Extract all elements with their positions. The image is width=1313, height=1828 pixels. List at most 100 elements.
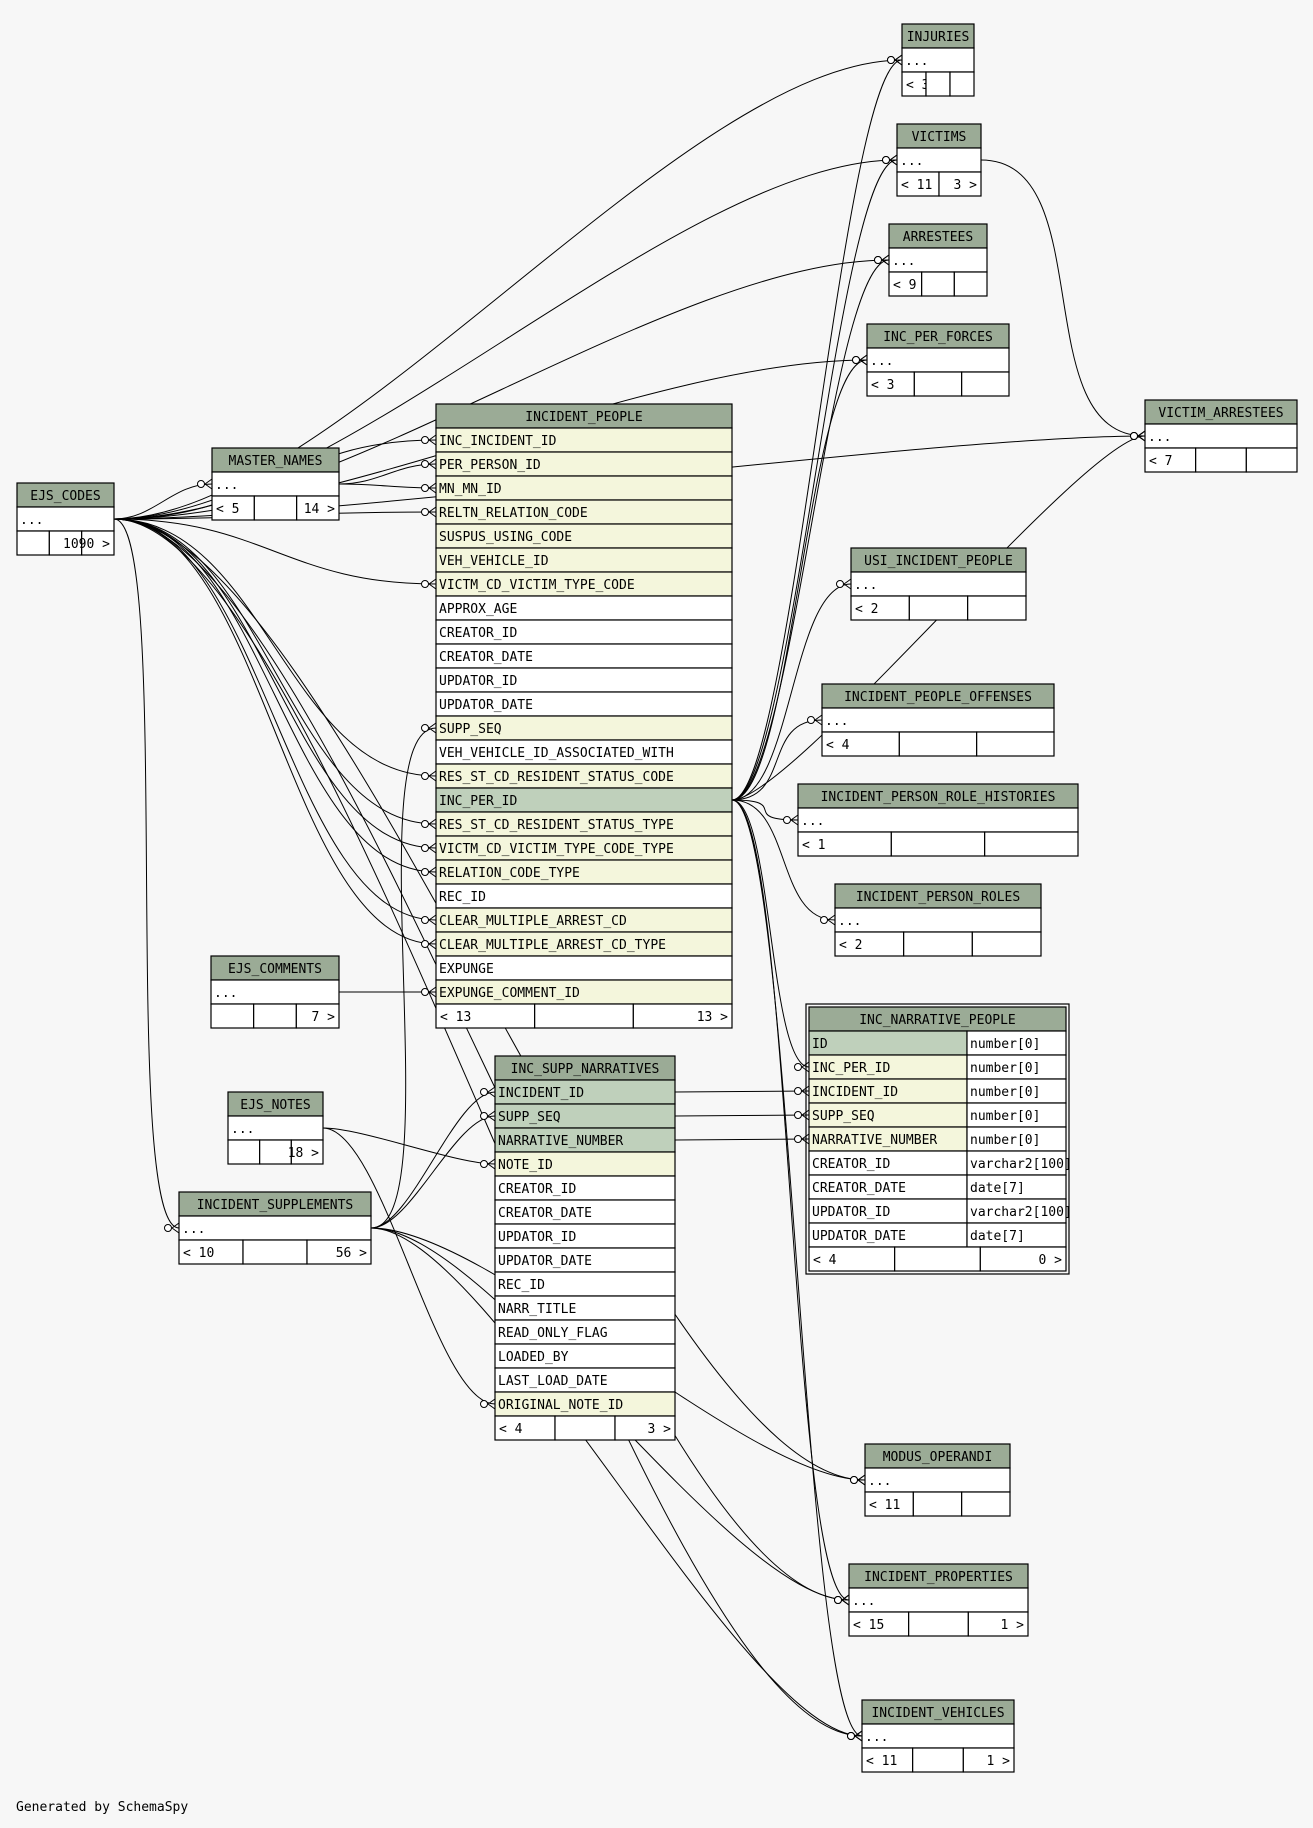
column-name: ... — [215, 478, 238, 493]
optional-marker-icon — [480, 1400, 488, 1408]
column-name: ... — [905, 54, 928, 69]
table-incident-person-role-histories[interactable]: INCIDENT_PERSON_ROLE_HISTORIES...< 1 — [797, 783, 1079, 857]
table-footer-count: 0 > — [1039, 1253, 1063, 1268]
column-name: ... — [214, 986, 237, 1001]
table-name: INCIDENT_SUPPLEMENTS — [197, 1198, 354, 1213]
column-row — [227, 1115, 324, 1141]
column-name: SUPP_SEQ — [498, 1110, 561, 1125]
table-ejs-notes[interactable]: EJS_NOTES...18 > — [227, 1091, 324, 1165]
table-name: VICTIM_ARRESTEES — [1158, 406, 1283, 421]
column-name: CLEAR_MULTIPLE_ARREST_CD — [439, 914, 627, 929]
column-row — [435, 619, 733, 645]
edge-ejs-codes-incident-people — [113, 518, 437, 777]
column-row — [494, 1391, 676, 1417]
edge-ejs-codes-incident-people — [113, 518, 437, 585]
crowfoot-icon — [428, 578, 437, 590]
table-modus-operandi[interactable]: MODUS_OPERANDI...< 11 — [864, 1443, 1011, 1517]
crowfoot-icon — [843, 578, 852, 590]
optional-marker-icon — [847, 1732, 855, 1740]
column-row — [848, 1587, 1029, 1613]
table-footer-count: < 2 — [855, 602, 878, 617]
table-incident-person-roles[interactable]: INCIDENT_PERSON_ROLES...< 2 — [834, 883, 1042, 957]
table-usi-incident-people[interactable]: USI_INCIDENT_PEOPLE...< 2 — [850, 547, 1027, 621]
table-footer-count: 7 > — [312, 1010, 336, 1025]
column-name: ... — [1148, 430, 1171, 445]
column-type-cell — [966, 1054, 1067, 1080]
table-inc-per-forces[interactable]: INC_PER_FORCES...< 3 — [866, 323, 1010, 397]
optional-marker-icon — [421, 916, 429, 924]
column-name: UPDATOR_ID — [812, 1205, 890, 1220]
table-footer-cell — [632, 1003, 733, 1029]
table-ejs-codes[interactable]: EJS_CODES...1090 > — [16, 482, 115, 556]
column-name: ... — [838, 914, 861, 929]
table-footer-cell — [178, 1239, 244, 1265]
table-footer-cell — [834, 931, 905, 957]
table-header — [797, 783, 1079, 809]
crowfoot-icon — [428, 458, 437, 470]
table-footer-count: 56 > — [336, 1246, 367, 1261]
table-incident-people-offenses[interactable]: INCIDENT_PEOPLE_OFFENSES...< 4 — [821, 683, 1055, 757]
table-injuries[interactable]: INJURIES...< 3 — [901, 23, 975, 97]
edge-incident-people-incident-vehicles — [731, 799, 863, 1737]
table-name: INCIDENT_PERSON_ROLES — [856, 890, 1020, 905]
table-name: INCIDENT_VEHICLES — [871, 1706, 1004, 1721]
column-name: VICTM_CD_VICTIM_TYPE_CODE_TYPE — [439, 842, 674, 857]
table-footer-count: < 11 — [869, 1498, 900, 1513]
table-footer-count: 14 > — [304, 502, 335, 517]
optional-marker-icon — [794, 1063, 802, 1071]
table-footer-count: < 15 — [853, 1618, 884, 1633]
table-header — [866, 323, 1010, 349]
edge-incident-supplements-inc-supp-narratives — [370, 1091, 496, 1229]
column-name: INC_INCIDENT_ID — [439, 434, 557, 449]
column-type: number[0] — [970, 1061, 1040, 1076]
table-footer-cell — [962, 1747, 1015, 1773]
column-row — [494, 1223, 676, 1249]
optional-marker-icon — [421, 772, 429, 780]
column-row — [435, 715, 733, 741]
table-footer-cell — [894, 1246, 981, 1272]
table-name: INC_SUPP_NARRATIVES — [511, 1062, 660, 1077]
table-ejs-comments[interactable]: EJS_COMMENTS...7 > — [210, 955, 340, 1029]
column-row — [494, 1079, 676, 1105]
crowfoot-icon — [487, 1110, 496, 1122]
table-footer-count: 13 > — [697, 1010, 728, 1025]
column-name: APPROX_AGE — [439, 602, 517, 617]
column-row — [901, 47, 975, 73]
column-name: ... — [801, 814, 824, 829]
crowfoot-icon — [889, 154, 898, 166]
column-name: ... — [892, 254, 915, 269]
edge-ejs-codes-incident-people — [113, 518, 437, 849]
table-inc-supp-narratives[interactable]: INC_SUPP_NARRATIVESINCIDENT_IDSUPP_SEQNA… — [494, 1055, 676, 1441]
table-incident-people[interactable]: INCIDENT_PEOPLEINC_INCIDENT_IDPER_PERSON… — [435, 403, 733, 1029]
edge-inc-supp-narratives-inc-narrative-people — [674, 1138, 810, 1141]
table-header — [848, 1563, 1029, 1589]
column-row — [435, 955, 733, 981]
table-footer-cell — [908, 1611, 969, 1637]
optional-marker-icon — [834, 1596, 842, 1604]
table-footer-count: < 4 — [499, 1422, 523, 1437]
table-footer-cell — [296, 495, 340, 521]
edge-incident-people-arrestees — [731, 259, 890, 801]
table-footer-count: < 11 — [866, 1754, 897, 1769]
crowfoot-icon — [428, 866, 437, 878]
selected-table-border — [805, 1003, 1070, 1275]
table-footer-count: 1 > — [987, 1754, 1011, 1769]
edge-ejs-codes-incident-vehicles — [113, 518, 863, 1737]
table-footer-cell — [614, 1415, 676, 1441]
crowfoot-icon — [428, 770, 437, 782]
column-name: NARR_TITLE — [498, 1302, 576, 1317]
table-arrestees[interactable]: ARRESTEES...< 9 — [888, 223, 988, 297]
table-victim-arrestees[interactable]: VICTIM_ARRESTEES...< 7 — [1144, 399, 1298, 473]
table-footer-cell — [48, 530, 83, 556]
column-row — [435, 739, 733, 765]
column-name: NARRATIVE_NUMBER — [498, 1134, 623, 1149]
table-name: INCIDENT_PROPERTIES — [864, 1570, 1013, 1585]
table-footer-count: < 11 — [901, 178, 932, 193]
crowfoot-icon — [894, 54, 903, 66]
